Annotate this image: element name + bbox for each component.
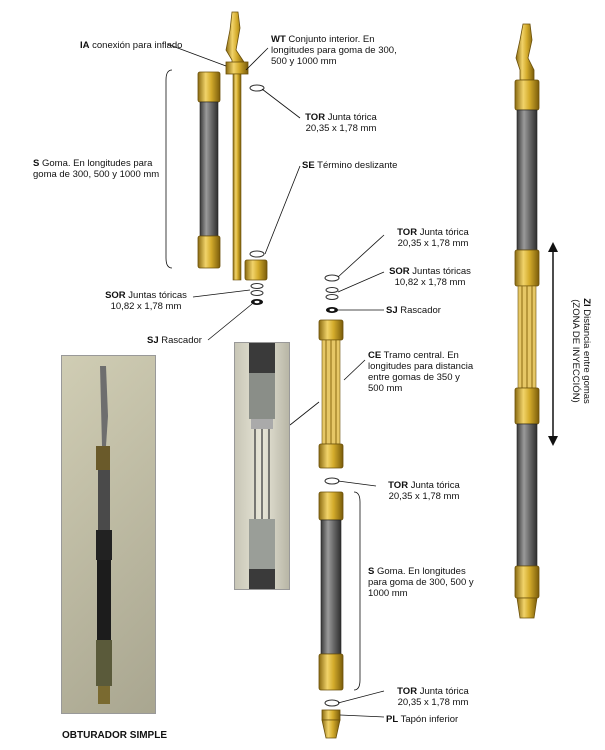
label-s-1: S Goma. En longitudes para goma de 300, …	[33, 158, 160, 180]
label-sj-1: SJ Rascador	[147, 335, 202, 346]
label-wt: WT Conjunto interior. En longitudes para…	[271, 34, 397, 67]
label-sj-2: SJ Rascador	[386, 305, 441, 316]
central-section-photo-image	[249, 343, 275, 589]
tor-o-ring-1	[249, 84, 265, 92]
leader-lines	[165, 43, 385, 718]
caption-obturador-simple: OBTURADOR SIMPLE	[62, 730, 167, 741]
tor-o-ring-2	[249, 250, 265, 258]
label-ia: IA conexión para inflado	[80, 40, 183, 51]
label-pl: PL Tapón inferior	[386, 714, 459, 725]
label-zi: ZI Distancia entre gomas (ZONA DE INYECC…	[570, 298, 592, 404]
sor-o-rings-1	[250, 283, 264, 296]
label-tor-2: TOR Junta tórica 20,35 x 1,78 mm	[397, 227, 469, 249]
photo-central-section	[234, 342, 290, 590]
se-sliding-end	[244, 259, 268, 281]
s-rubber-left	[197, 71, 221, 269]
label-s-2: S Goma. En longitudes para goma de 300, …	[368, 566, 474, 599]
photo-assembled-packer	[61, 355, 156, 714]
label-tor-4: TOR Junta tórica 20,35 x 1,78 mm	[397, 686, 469, 708]
tor-o-ring-3	[324, 274, 340, 282]
tor-o-ring-4	[324, 477, 340, 485]
label-sor-2: SOR Juntas tóricas 10,82 x 1,78 mm	[389, 266, 471, 288]
ia-connector	[225, 11, 249, 75]
label-ce: CE Tramo central. En longitudes para dis…	[368, 350, 474, 394]
wt-inner-rod	[232, 73, 242, 281]
s-rubber-middle	[318, 491, 344, 691]
ce-central-section	[318, 319, 344, 469]
tor-o-ring-5	[324, 699, 340, 707]
label-sor-1: SOR Juntas tóricas 10,82 x 1,78 mm	[105, 290, 187, 312]
sj-scraper-1	[251, 299, 263, 305]
label-tor-3: TOR Junta tórica 20,35 x 1,78 mm	[388, 480, 460, 502]
pl-bottom-plug	[321, 709, 341, 739]
packer-photo-image	[96, 366, 112, 704]
sor-o-rings-2	[325, 287, 339, 300]
label-tor-1: TOR Junta tórica 20,35 x 1,78 mm	[305, 112, 377, 134]
sj-scraper-2	[326, 307, 338, 313]
zi-distance-arrow	[548, 242, 558, 446]
label-se: SE Término deslizante	[302, 160, 398, 171]
assembled-packer	[514, 23, 540, 619]
